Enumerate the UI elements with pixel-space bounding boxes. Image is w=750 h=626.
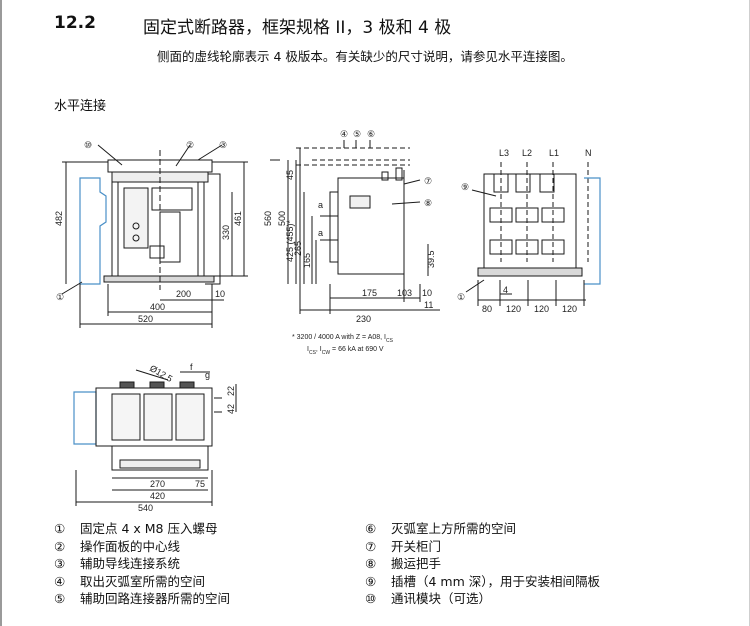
phase-l3: L3 (499, 148, 509, 158)
dim-270: 270 (150, 479, 165, 489)
callout-1: ① (56, 292, 64, 302)
drawing-rear-view (465, 162, 601, 306)
callout-9: ⑨ (461, 182, 469, 192)
callout-5: ⑤ (353, 129, 361, 139)
dim-400: 400 (150, 302, 165, 312)
dim-g: g (205, 370, 210, 380)
phase-l1: L1 (549, 148, 559, 158)
dim-200: 200 (176, 289, 191, 299)
dim-500: 500 (277, 211, 287, 226)
callout-4: ④ (340, 129, 348, 139)
dim-230: 230 (356, 314, 371, 324)
dim-540: 540 (138, 503, 153, 513)
dim-330: 330 (221, 225, 231, 240)
dim-42: 42 (226, 404, 236, 414)
dim-420: 420 (150, 491, 165, 501)
dim-39-5: 39.5 (426, 250, 436, 268)
callout-8: ⑧ (424, 198, 432, 208)
dim-482: 482 (54, 211, 64, 226)
dim-22: 22 (226, 386, 236, 396)
callout-2: ② (186, 140, 194, 150)
dim-425: 425 (455)* (285, 219, 295, 262)
subheading-horizontal-connection: 水平连接 (54, 99, 107, 114)
dim-120-c: 120 (562, 304, 577, 314)
callout-6: ⑥ (367, 129, 375, 139)
dim-a-2: a (318, 228, 323, 238)
phase-l2: L2 (522, 148, 532, 158)
dim-461: 461 (233, 211, 243, 226)
drawing-top-view (73, 369, 237, 506)
section-title: 固定式断路器，框架规格 II，3 极和 4 极 (143, 18, 452, 38)
dim-265: 265 (293, 241, 303, 256)
dim-560: 560 (263, 211, 273, 226)
dim-dia-12-5: Ø12.5 (148, 363, 174, 384)
dim-175: 175 (362, 288, 377, 298)
dim-4: 4 (503, 285, 508, 295)
dim-10: 10 (215, 289, 225, 299)
dim-520: 520 (138, 314, 153, 324)
dim-103: 103 (397, 288, 412, 298)
page-left-border (0, 0, 2, 626)
subtitle: 侧面的虚线轮廓表示 4 极版本。有关缺少的尺寸说明，请参见水平连接图。 (157, 49, 573, 64)
dim-45: 45 (285, 170, 295, 180)
callout-3: ③ (219, 140, 227, 150)
dim-10-b: 10 (422, 288, 432, 298)
drawing-side-view (270, 140, 440, 314)
dim-120-b: 120 (534, 304, 549, 314)
footnote-line-1: * 3200 / 4000 A with Z = A08, ICS (292, 334, 394, 344)
dim-f: f (190, 362, 193, 372)
dim-120-a: 120 (506, 304, 521, 314)
dim-11: 11 (424, 300, 433, 310)
dim-80: 80 (482, 304, 492, 314)
callout-1-rear: ① (457, 292, 465, 302)
phase-n: N (585, 148, 592, 158)
dim-165: 165 (302, 253, 312, 268)
dim-75: 75 (195, 479, 205, 489)
section-number: 12.2 (54, 13, 96, 33)
callout-7: ⑦ (424, 176, 432, 186)
drawing-front-view (61, 144, 248, 328)
dim-a-1: a (318, 200, 323, 210)
callout-10: ⑩ (84, 140, 92, 150)
footnote-line-2: ICS, ICW = 66 kA at 690 V (307, 346, 384, 356)
